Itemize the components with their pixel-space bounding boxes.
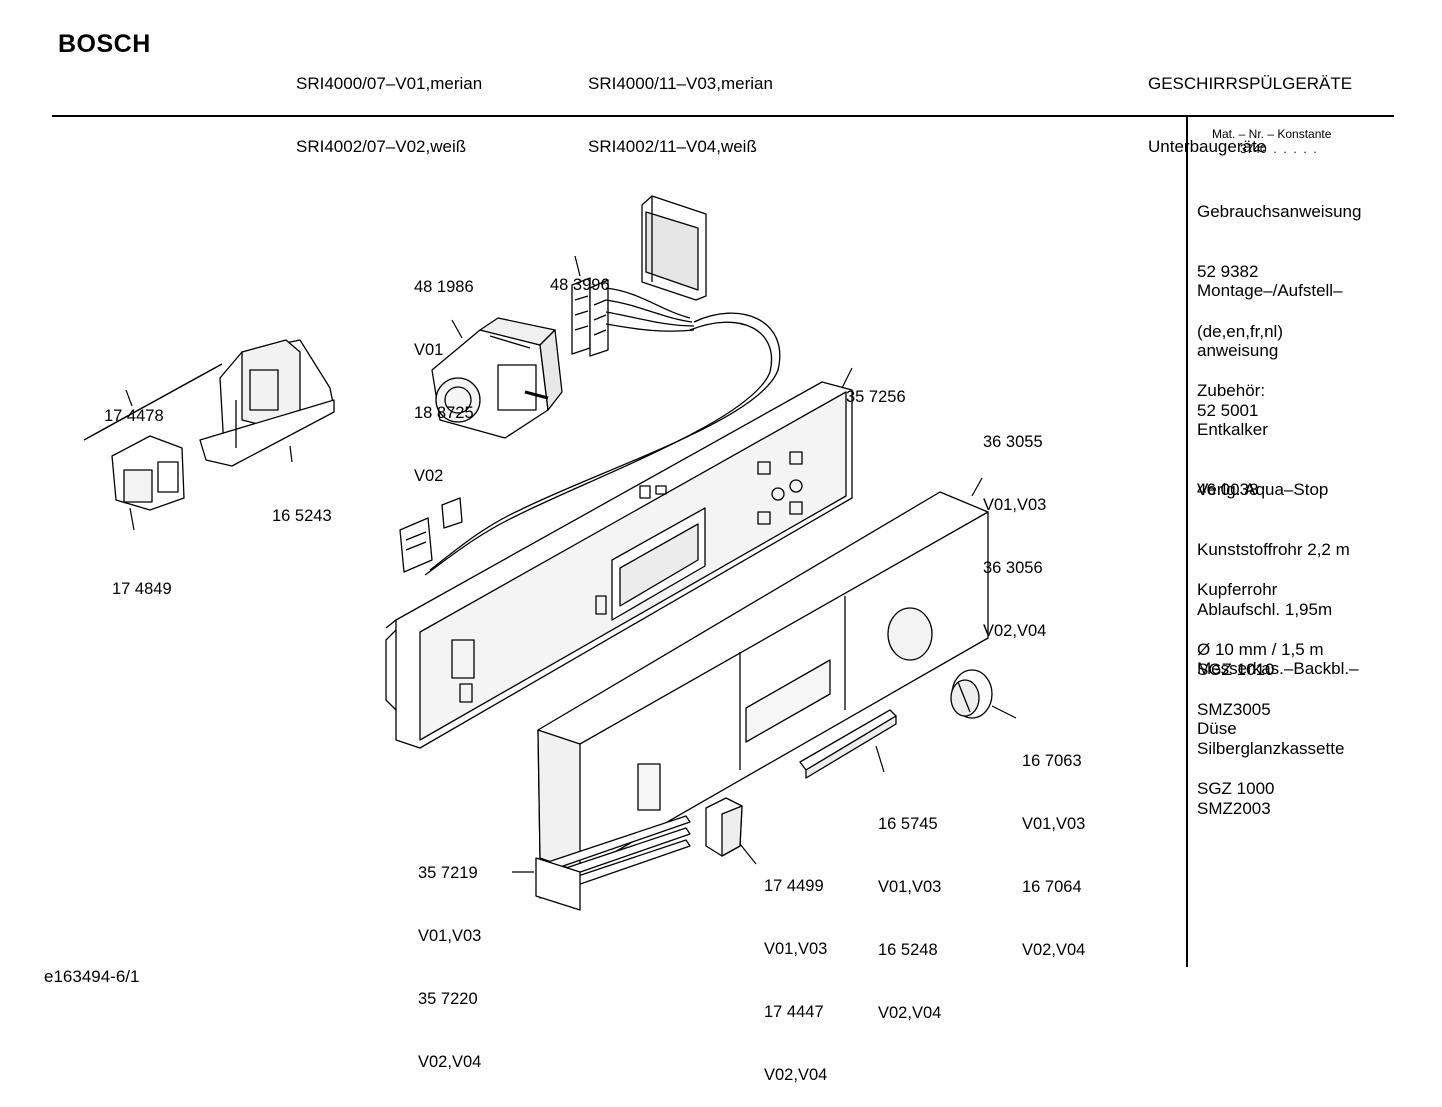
indicator-strip-part <box>799 709 897 779</box>
part-label-483996: 48 3996 <box>550 233 610 317</box>
brand-logo: BOSCH <box>58 30 151 58</box>
sidebar-line: SMZ2003 <box>1197 799 1271 818</box>
model-line: SRI4002/11–V04,weiß <box>588 137 757 156</box>
sidebar-block-manual: Gebrauchsanweisung 52 9382 (de,en,fr,nl) <box>1197 162 1361 362</box>
models-column-2: SRI4000/11–V03,merian SRI4002/11–V04,wei… <box>588 31 773 178</box>
category-title: GESCHIRRSPÜLGERÄTE Unterbaugeräte <box>1148 31 1352 178</box>
mounting-bracket-part <box>641 195 707 301</box>
header-rule <box>52 115 1394 117</box>
sidebar-block-silver-cassette: Silberglanzkassette SMZ2003 <box>1197 699 1344 839</box>
part-number: 17 4849 <box>112 580 172 598</box>
part-number: 35 7219 <box>418 864 478 882</box>
part-variant: V02 <box>414 467 444 485</box>
part-variant: V02,V04 <box>418 1053 482 1071</box>
model-line: SRI4000/11–V03,merian <box>588 74 773 93</box>
sidebar-line: Ø 10 mm / 1,5 m <box>1197 640 1324 659</box>
mat-nr-label: Mat. – Nr. – Konstante <box>1212 127 1332 141</box>
sidebar-line: Kupferrohr <box>1197 580 1278 599</box>
part-number: 17 4447 <box>764 1003 824 1021</box>
part-variant: V01,V03 <box>983 496 1047 514</box>
sidebar-block-aquastop: Verlg. Aqua–Stop Kunststoffrohr 2,2 m Ab… <box>1197 440 1350 700</box>
sidebar-line: Kunststoffrohr 2,2 m <box>1197 540 1350 559</box>
sidebar-line: SGZ 1000 <box>1197 779 1275 798</box>
trim-strip-part <box>535 815 691 911</box>
program-timer-part <box>431 317 563 439</box>
sidebar-line: Gebrauchsanweisung <box>1197 202 1362 221</box>
part-number: 16 5248 <box>878 941 938 959</box>
part-variant: V02,V04 <box>1022 941 1086 959</box>
part-number: 48 1986 <box>414 278 474 296</box>
part-number: 16 7064 <box>1022 878 1082 896</box>
sidebar-divider <box>1186 117 1188 967</box>
sidebar-line: Verlg. Aqua–Stop <box>1197 480 1329 499</box>
sidebar-line: SMZ3005 <box>1197 700 1271 719</box>
leader-lines <box>125 255 1017 873</box>
exploded-parts-drawing <box>83 195 1017 911</box>
mat-nr-value: 3740 . . . . . <box>1240 142 1317 156</box>
push-rod-part <box>83 363 223 441</box>
sidebar-line: 52 9382 <box>1197 262 1259 281</box>
part-label-481986: 48 1986 V01 18 8725 V02 <box>414 235 474 508</box>
part-label-174499: 17 4499 V01,V03 17 4447 V02,V04 <box>764 834 827 1107</box>
part-label-174849: 17 4849 <box>112 537 172 621</box>
sidebar-line: Messerkas.–Backbl.– <box>1197 659 1359 678</box>
models-column-1: SRI4000/07–V01,merian SRI4002/07–V02,wei… <box>296 31 482 178</box>
category-line: Unterbaugeräte <box>1148 137 1267 156</box>
part-variant: V01,V03 <box>878 878 942 896</box>
part-label-357256: 35 7256 <box>846 345 906 429</box>
part-number: 36 3056 <box>983 559 1043 577</box>
sidebar-block-accessories: Zubehör: <box>1197 341 1265 421</box>
part-label-167063: 16 7063 V01,V03 16 7064 V02,V04 <box>1022 709 1085 982</box>
part-label-165243: 16 5243 <box>272 464 332 548</box>
sidebar-line: Zubehör: <box>1197 381 1266 400</box>
sidebar-line: anweisung <box>1197 341 1279 360</box>
document-id: e163494-6/1 <box>44 967 140 986</box>
part-label-357219: 35 7219 V01,V03 35 7220 V02,V04 <box>418 821 481 1094</box>
switch-housing-part <box>199 339 335 467</box>
sidebar-block-installation: Montage–/Aufstell– anweisung 52 5001 <box>1197 241 1343 441</box>
sidebar-line: Silberglanzkassette <box>1197 739 1345 758</box>
part-number: 35 7256 <box>846 388 906 406</box>
part-variant: V01 <box>414 341 444 359</box>
sidebar-line: (de,en,fr,nl) <box>1197 322 1283 341</box>
model-line: SRI4000/07–V01,merian <box>296 74 483 93</box>
sidebar-line: Entkalker <box>1197 420 1268 439</box>
part-number: 17 4499 <box>764 877 824 895</box>
category-line: GESCHIRRSPÜLGERÄTE <box>1148 74 1353 93</box>
front-fascia-part <box>537 491 989 873</box>
push-button-part <box>705 797 743 857</box>
sidebar-block-descaler: Entkalker 46 0038 <box>1197 380 1268 520</box>
wire-connector-part <box>399 277 781 576</box>
part-number: 48 3996 <box>550 276 610 294</box>
part-number: 16 7063 <box>1022 752 1082 770</box>
sidebar-line: Ablaufschl. 1,95m <box>1197 600 1333 619</box>
part-label-363055: 36 3055 V01,V03 36 3056 V02,V04 <box>983 390 1046 663</box>
part-variant: V01,V03 <box>764 940 828 958</box>
part-variant: V02,V04 <box>764 1066 828 1084</box>
part-variant: V02,V04 <box>878 1004 942 1022</box>
part-label-174478: 17 4478 <box>104 364 164 448</box>
sidebar-block-copper-pipe: Kupferrohr Ø 10 mm / 1,5 m SMZ3005 <box>1197 540 1324 740</box>
rotary-knob-part <box>950 669 993 719</box>
part-number: 36 3055 <box>983 433 1043 451</box>
part-label-165745: 16 5745 V01,V03 16 5248 V02,V04 <box>878 772 941 1045</box>
sidebar-line: SGZ 1010 <box>1197 660 1275 679</box>
part-number: 16 5745 <box>878 815 938 833</box>
sidebar-line: 46 0038 <box>1197 480 1259 499</box>
sidebar-line: 52 5001 <box>1197 401 1259 420</box>
inner-control-panel-part <box>385 381 853 749</box>
part-number: 17 4478 <box>104 407 164 425</box>
part-number: 16 5243 <box>272 507 332 525</box>
sidebar-line: Düse <box>1197 719 1237 738</box>
part-variant: V01,V03 <box>1022 815 1086 833</box>
part-variant: V02,V04 <box>983 622 1047 640</box>
part-number: 18 8725 <box>414 404 474 422</box>
sidebar-block-nozzle: Messerkas.–Backbl.– Düse SGZ 1000 <box>1197 619 1359 819</box>
model-line: SRI4002/07–V02,weiß <box>296 137 467 156</box>
part-number: 35 7220 <box>418 990 478 1008</box>
part-variant: V01,V03 <box>418 927 482 945</box>
sidebar-line: Montage–/Aufstell– <box>1197 281 1343 300</box>
switch-part <box>111 435 185 511</box>
